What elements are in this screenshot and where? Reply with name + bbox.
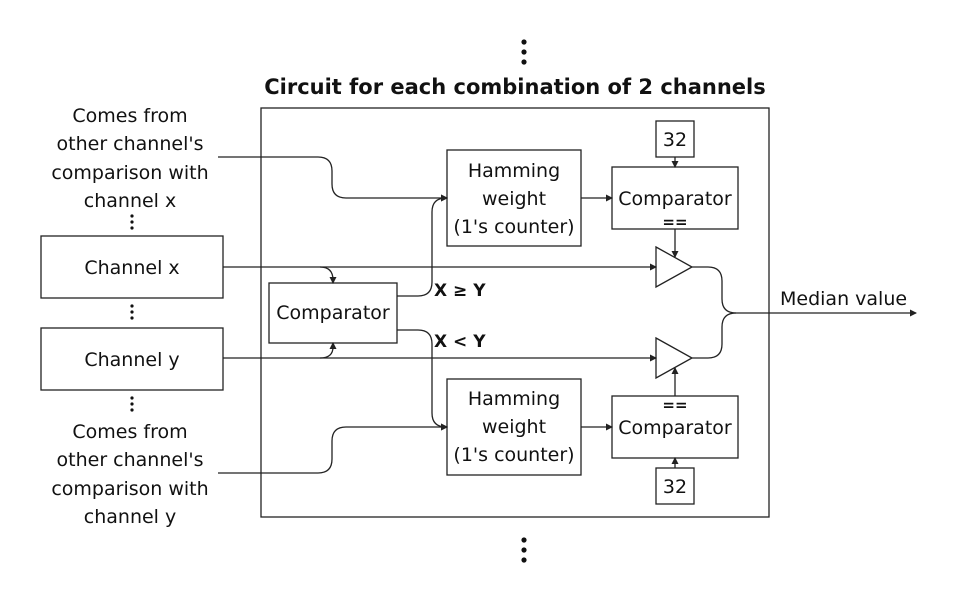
comparator-main-box xyxy=(268,282,398,344)
svg-text:Hamming: Hamming xyxy=(468,388,560,410)
const-bottom-label: 32 xyxy=(663,476,687,498)
eq-symbol-top: == xyxy=(662,213,687,231)
svg-text:channel x: channel x xyxy=(84,190,176,212)
comparator-main-label: Comparator xyxy=(276,302,390,324)
diagram-title: Circuit for each combination of 2 channe… xyxy=(264,75,766,99)
top-source-label: Comes from other channel's comparison wi… xyxy=(51,105,208,212)
channel-x-box xyxy=(40,235,224,299)
svg-text:other channel's: other channel's xyxy=(57,449,204,471)
wires xyxy=(218,156,917,474)
condition-x-ge-y: X ≥ Y xyxy=(434,281,486,301)
svg-text:comparison with: comparison with xyxy=(51,478,208,500)
svg-text:Comes from: Comes from xyxy=(72,421,187,443)
svg-text:other channel's: other channel's xyxy=(57,133,204,155)
hamming-top-box xyxy=(446,149,582,247)
ellipsis-left-2-icon xyxy=(130,304,134,320)
const-top-box xyxy=(655,120,695,158)
comparator-top-label: Comparator xyxy=(618,188,732,210)
svg-text:Hamming: Hamming xyxy=(468,160,560,182)
ellipsis-left-3-icon xyxy=(130,396,134,412)
condition-x-lt-y: X < Y xyxy=(434,332,486,352)
comparator-bottom-box xyxy=(611,395,739,459)
svg-text:channel y: channel y xyxy=(84,506,176,528)
hamming-bottom-label: Hamming weight (1's counter) xyxy=(453,388,574,466)
svg-text:weight: weight xyxy=(482,416,546,438)
median-value-label: Median value xyxy=(780,288,907,310)
channel-x-label: Channel x xyxy=(84,257,179,279)
svg-text:Comes from: Comes from xyxy=(72,105,187,127)
hamming-top-label: Hamming weight (1's counter) xyxy=(453,160,574,238)
hamming-bottom-box xyxy=(446,378,582,476)
ellipsis-left-1-icon xyxy=(130,214,134,230)
const-top-label: 32 xyxy=(663,129,687,151)
const-bottom-box xyxy=(655,467,695,505)
ellipsis-top-icon xyxy=(521,39,527,65)
comparator-top-box xyxy=(611,166,739,230)
comparator-bottom-label: Comparator xyxy=(618,417,732,439)
svg-text:(1's counter): (1's counter) xyxy=(453,216,574,238)
ellipsis-bottom-icon xyxy=(521,537,527,563)
bottom-source-label: Comes from other channel's comparison wi… xyxy=(51,421,208,528)
svg-text:comparison with: comparison with xyxy=(51,162,208,184)
channel-y-label: Channel y xyxy=(84,349,179,371)
svg-text:(1's counter): (1's counter) xyxy=(453,444,574,466)
channel-y-box xyxy=(40,327,224,391)
eq-symbol-bottom: == xyxy=(662,396,687,414)
svg-text:weight: weight xyxy=(482,188,546,210)
